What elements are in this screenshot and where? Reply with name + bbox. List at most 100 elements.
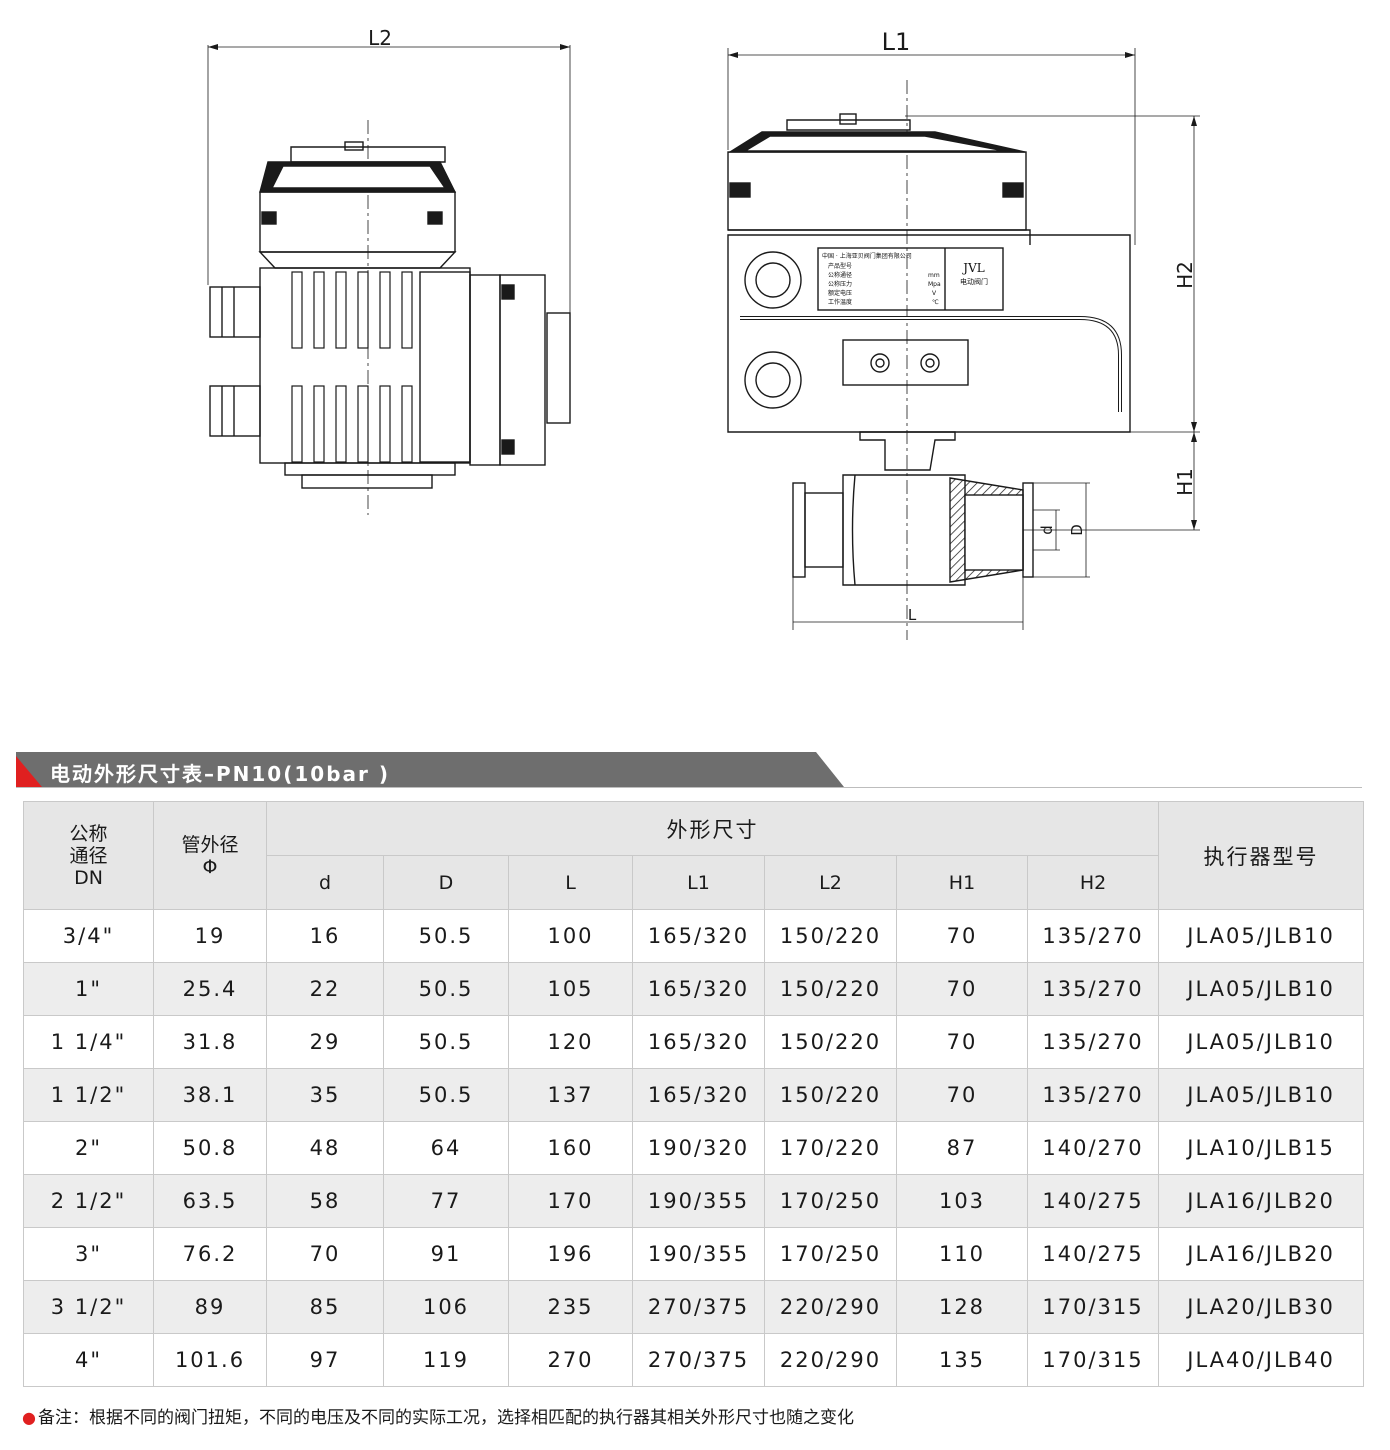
cell-H1: 70 (896, 909, 1028, 963)
cell-L1: 270/375 (632, 1280, 765, 1334)
plate-line-3: 公称压力 (828, 280, 852, 288)
dim-label-l: L (908, 606, 917, 624)
cell-actuator: JLA16/JLB20 (1158, 1227, 1365, 1281)
cell-L1: 270/375 (632, 1333, 765, 1387)
cell-L: 170 (508, 1174, 633, 1228)
cell-L: 160 (508, 1121, 633, 1175)
cell-actuator: JLA40/JLB40 (1158, 1333, 1365, 1387)
cell-H2: 140/270 (1026, 1121, 1160, 1175)
cell-actuator: JLA10/JLB15 (1158, 1121, 1365, 1175)
cell-od: 19 (153, 909, 267, 963)
cell-od: 50.8 (153, 1121, 267, 1175)
plate-line-1: 产品型号 (828, 262, 852, 270)
cell-d: 70 (266, 1227, 384, 1281)
cell-L: 196 (508, 1227, 633, 1281)
cell-dn: 2" (23, 1121, 154, 1175)
brand-subtitle: 电动阀门 (960, 277, 988, 286)
cell-D: 50.5 (383, 1015, 509, 1069)
cell-H1: 103 (896, 1174, 1028, 1228)
cell-d: 48 (266, 1121, 384, 1175)
plate-unit-0: mm (928, 272, 940, 279)
cell-dn: 1" (23, 962, 154, 1016)
footnote-text: 备注：根据不同的阀门扭矩，不同的电压及不同的实际工况，选择相匹配的执行器其相关外… (37, 1408, 854, 1428)
cell-H2: 135/270 (1026, 1015, 1160, 1069)
plate-line-2: 公称通径 (828, 271, 852, 279)
cell-dn: 3" (23, 1227, 154, 1281)
cell-H2: 170/315 (1026, 1333, 1160, 1387)
cell-L1: 165/320 (632, 962, 765, 1016)
dim-label-large-d: D (1068, 524, 1086, 536)
cell-L2: 150/220 (764, 909, 897, 963)
cell-H1: 70 (896, 962, 1028, 1016)
cell-d: 58 (266, 1174, 384, 1228)
header-col-L: L (508, 855, 633, 910)
cell-actuator: JLA05/JLB10 (1158, 962, 1365, 1016)
cell-L1: 190/355 (632, 1174, 765, 1228)
footnote: ●备注：根据不同的阀门扭矩，不同的电压及不同的实际工况，选择相匹配的执行器其相关… (22, 1403, 854, 1428)
cell-H1: 70 (896, 1068, 1028, 1122)
cell-L2: 170/250 (764, 1227, 897, 1281)
cell-actuator: JLA16/JLB20 (1158, 1174, 1365, 1228)
cell-L1: 190/320 (632, 1121, 765, 1175)
header-col-d: d (266, 855, 384, 910)
cell-D: 119 (383, 1333, 509, 1387)
header-od-line1: 管外径 (181, 833, 239, 856)
dimension-table: 公称 通径 DN 管外径 Φ 外形尺寸 执行器型号 d D L L1 L2 H1… (23, 801, 1365, 1387)
dim-label-l2: L2 (368, 26, 392, 50)
cell-dn: 4" (23, 1333, 154, 1387)
cell-L2: 220/290 (764, 1333, 897, 1387)
cell-od: 101.6 (153, 1333, 267, 1387)
cell-d: 97 (266, 1333, 384, 1387)
bullet-dot-icon: ● (22, 1408, 36, 1427)
cell-D: 106 (383, 1280, 509, 1334)
cell-L: 100 (508, 909, 633, 963)
cell-dn: 1 1/2" (23, 1068, 154, 1122)
header-actuator: 执行器型号 (1158, 801, 1365, 910)
plate-line-4: 额定电压 (828, 289, 852, 297)
technical-drawing: L2 L1 H2 H1 L d D 中国 · 上海亚贝阀门集团有限公司 产品型号… (207, 26, 1200, 640)
cell-L2: 150/220 (764, 962, 897, 1016)
cell-D: 50.5 (383, 909, 509, 963)
section-title: 电动外形尺寸表–PN10(10bar ) (50, 762, 390, 786)
header-dn-line1: 公称 (69, 822, 108, 845)
section-header-bar: 电动外形尺寸表–PN10(10bar ) (16, 752, 846, 788)
cell-H2: 135/270 (1026, 909, 1160, 963)
cell-od: 63.5 (153, 1174, 267, 1228)
cell-H1: 135 (896, 1333, 1028, 1387)
cell-L: 270 (508, 1333, 633, 1387)
dim-label-l1: L1 (882, 28, 911, 56)
cell-d: 22 (266, 962, 384, 1016)
header-dn: 公称 通径 DN (23, 801, 154, 910)
cell-H2: 170/315 (1026, 1280, 1160, 1334)
cell-L1: 165/320 (632, 1015, 765, 1069)
plate-unit-2: V (932, 290, 937, 297)
cell-H2: 140/275 (1026, 1174, 1160, 1228)
brand-logo: JVL (961, 261, 984, 275)
cell-L2: 220/290 (764, 1280, 897, 1334)
cell-actuator: JLA05/JLB10 (1158, 1015, 1365, 1069)
cell-L1: 165/320 (632, 1068, 765, 1122)
header-col-H2: H2 (1026, 855, 1160, 910)
cell-H1: 110 (896, 1227, 1028, 1281)
cell-D: 91 (383, 1227, 509, 1281)
header-col-H1: H1 (896, 855, 1028, 910)
cell-dn: 1 1/4" (23, 1015, 154, 1069)
dim-label-small-d: d (1038, 525, 1056, 535)
header-col-L1: L1 (632, 855, 765, 910)
cell-actuator: JLA05/JLB10 (1158, 1068, 1365, 1122)
cell-L: 235 (508, 1280, 633, 1334)
header-od: 管外径 Φ (153, 801, 267, 910)
cell-H2: 140/275 (1026, 1227, 1160, 1281)
plate-line-5: 工作温度 (828, 298, 852, 306)
cell-dn: 3/4" (23, 909, 154, 963)
cell-D: 50.5 (383, 1068, 509, 1122)
cell-L2: 150/220 (764, 1068, 897, 1122)
header-col-L2: L2 (764, 855, 897, 910)
cell-od: 25.4 (153, 962, 267, 1016)
header-col-D: D (383, 855, 509, 910)
